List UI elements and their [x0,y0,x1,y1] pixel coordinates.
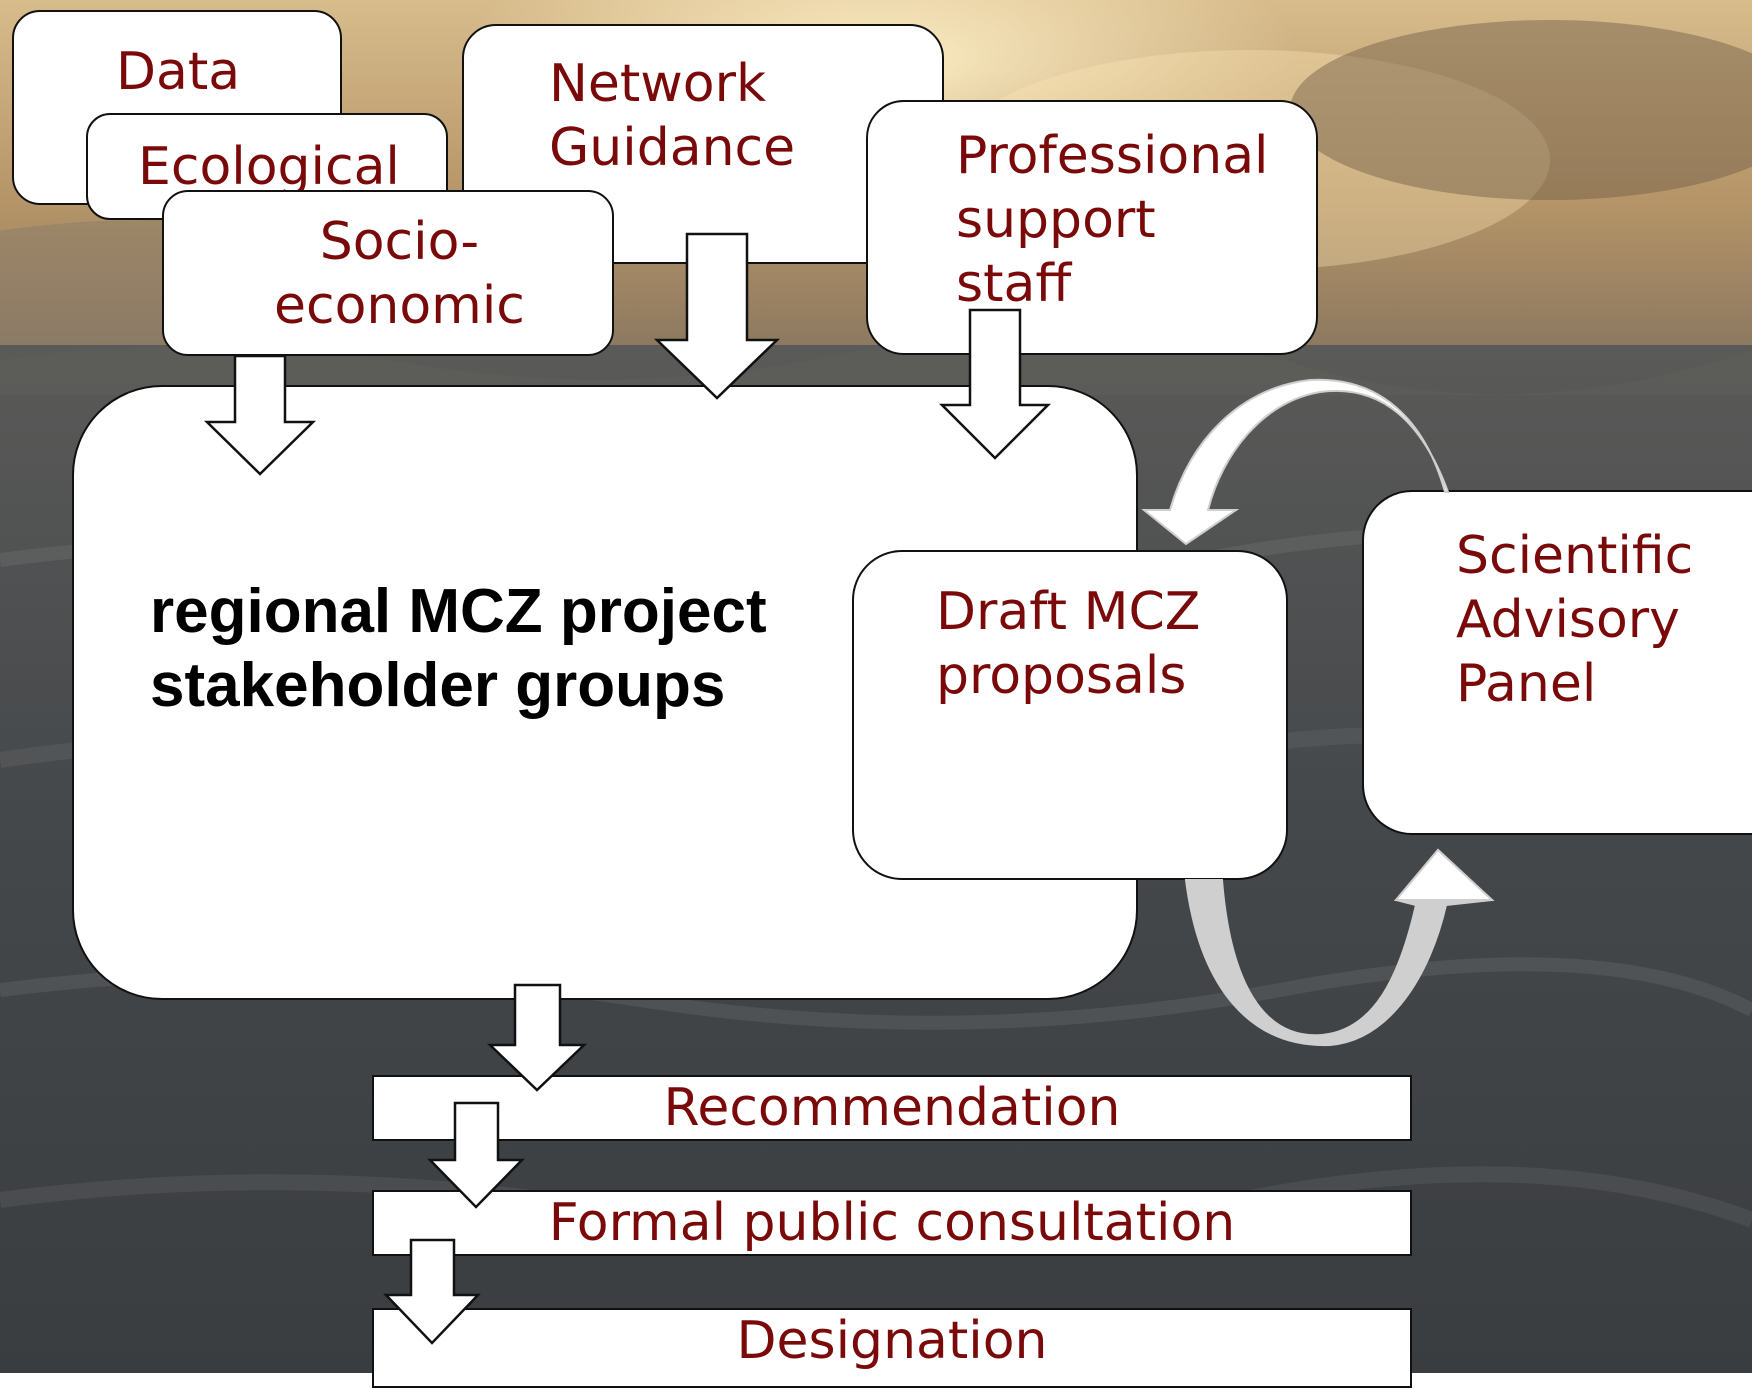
professional-support-box: Professional support staff [866,100,1318,355]
recommendation-label: Recommendation [663,1078,1121,1138]
data-label: Data [116,42,241,102]
draft-proposals-box: Draft MCZ proposals [852,550,1288,880]
consultation-bar: Formal public consultation [372,1190,1412,1256]
socio-economic-box: Socio- economic [162,190,614,356]
draft-proposals-label: Draft MCZ proposals [936,582,1201,706]
network-guidance-label: Network Guidance [549,54,796,178]
stakeholder-groups-title: regional MCZ project stakeholder groups [150,577,767,720]
recommendation-to-consultation-arrow [427,1101,525,1209]
panel-to-draft-loop-arrow [1141,378,1450,546]
consultation-to-designation-arrow [383,1238,481,1345]
guidance-to-group-arrow [653,232,781,400]
socio-to-group-arrow [203,354,317,476]
recommendation-bar: Recommendation [372,1075,1412,1141]
group-to-recommendation-arrow [486,983,588,1092]
professional-support-label: Professional support staff [956,126,1269,314]
designation-label: Designation [736,1311,1048,1371]
scientific-advisory-panel-label: Scientific Advisory Panel [1456,526,1694,714]
draft-to-panel-loop-head [1393,848,1495,901]
ecological-label: Ecological [138,137,400,197]
socio-economic-label: Socio- economic [274,212,525,336]
consultation-label: Formal public consultation [548,1193,1236,1253]
staff-to-group-arrow [938,308,1052,460]
scientific-advisory-panel-box: Scientific Advisory Panel [1362,490,1752,835]
